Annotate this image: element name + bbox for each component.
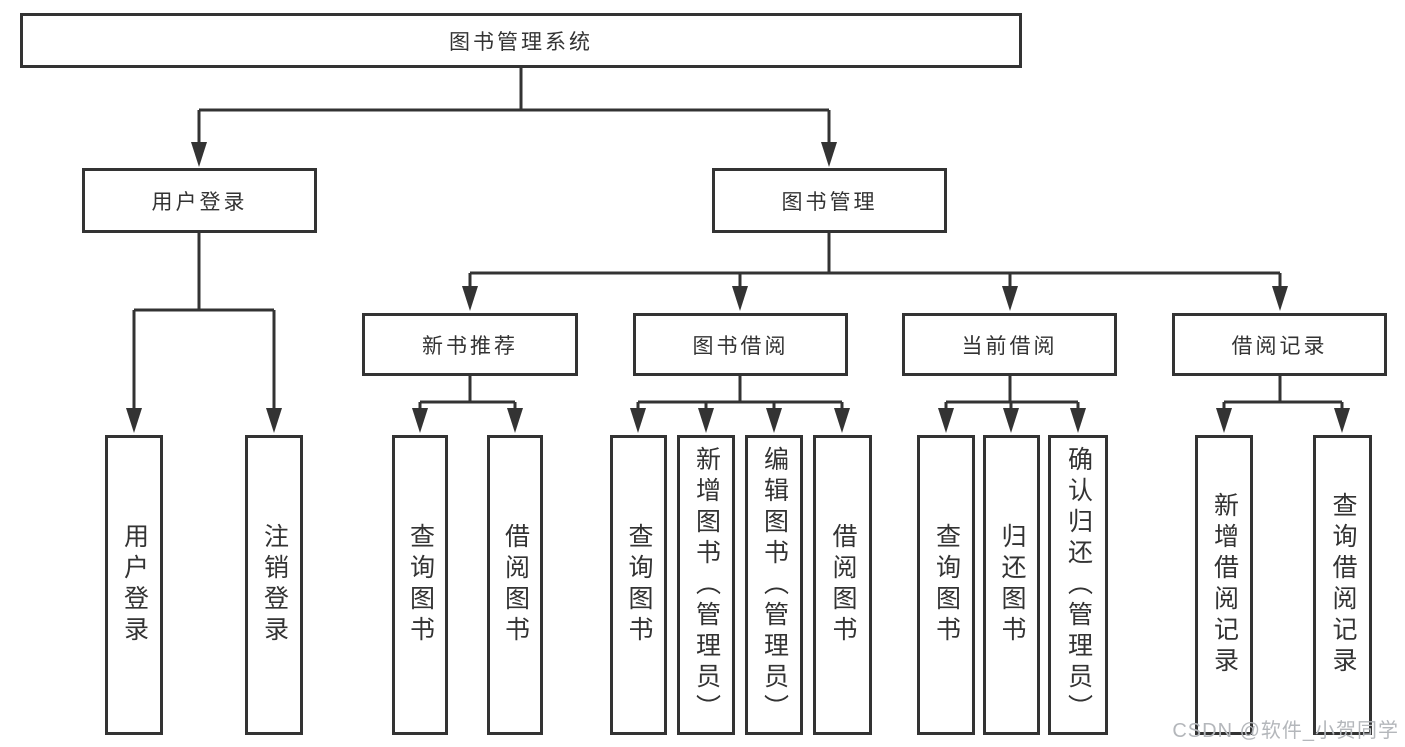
leaf-add-books-admin-label: 新增图书（管理员） [692, 445, 721, 725]
leaf-logout-login-label: 注销登录 [260, 523, 289, 647]
leaf-borrow-books-recommend-label: 借阅图书 [501, 523, 530, 647]
leaf-user-login-label: 用户登录 [120, 523, 149, 647]
leaf-query-books-current-label: 查询图书 [932, 523, 961, 647]
leaf-add-borrow-record: 新增借阅记录 [1195, 435, 1253, 735]
node-book-borrowing: 图书借阅 [633, 313, 848, 376]
leaf-query-borrow-record-label: 查询借阅记录 [1329, 492, 1357, 678]
node-current-borrowing: 当前借阅 [902, 313, 1117, 376]
leaf-query-books-recommend: 查询图书 [392, 435, 448, 735]
leaf-confirm-return-admin-label: 确认归还（管理员） [1064, 445, 1093, 725]
leaf-add-books-admin: 新增图书（管理员） [677, 435, 735, 735]
leaf-user-login: 用户登录 [105, 435, 163, 735]
leaf-query-books-recommend-label: 查询图书 [406, 523, 435, 647]
leaf-query-books-borrow: 查询图书 [610, 435, 667, 735]
node-library-system: 图书管理系统 [20, 13, 1022, 68]
leaf-edit-books-admin: 编辑图书（管理员） [745, 435, 803, 735]
leaf-add-borrow-record-label: 新增借阅记录 [1210, 492, 1239, 678]
leaf-query-books-borrow-label: 查询图书 [625, 523, 653, 647]
leaf-confirm-return-admin: 确认归还（管理员） [1048, 435, 1108, 735]
csdn-watermark: CSDN @软件_小贺同学 [1172, 720, 1399, 742]
leaf-query-borrow-record: 查询借阅记录 [1313, 435, 1372, 735]
leaf-borrow-books-recommend: 借阅图书 [487, 435, 543, 735]
leaf-edit-books-admin-label: 编辑图书（管理员） [760, 445, 789, 725]
leaf-logout-login: 注销登录 [245, 435, 303, 735]
node-new-book-recommendation: 新书推荐 [362, 313, 578, 376]
node-borrowing-records: 借阅记录 [1172, 313, 1387, 376]
node-book-management: 图书管理 [712, 168, 947, 233]
node-user-login: 用户登录 [82, 168, 317, 233]
leaf-borrow-books-borrow-label: 借阅图书 [829, 523, 857, 647]
leaf-return-books: 归还图书 [983, 435, 1040, 735]
leaf-borrow-books-borrow: 借阅图书 [813, 435, 872, 735]
leaf-query-books-current: 查询图书 [917, 435, 975, 735]
leaf-return-books-label: 归还图书 [998, 523, 1026, 647]
